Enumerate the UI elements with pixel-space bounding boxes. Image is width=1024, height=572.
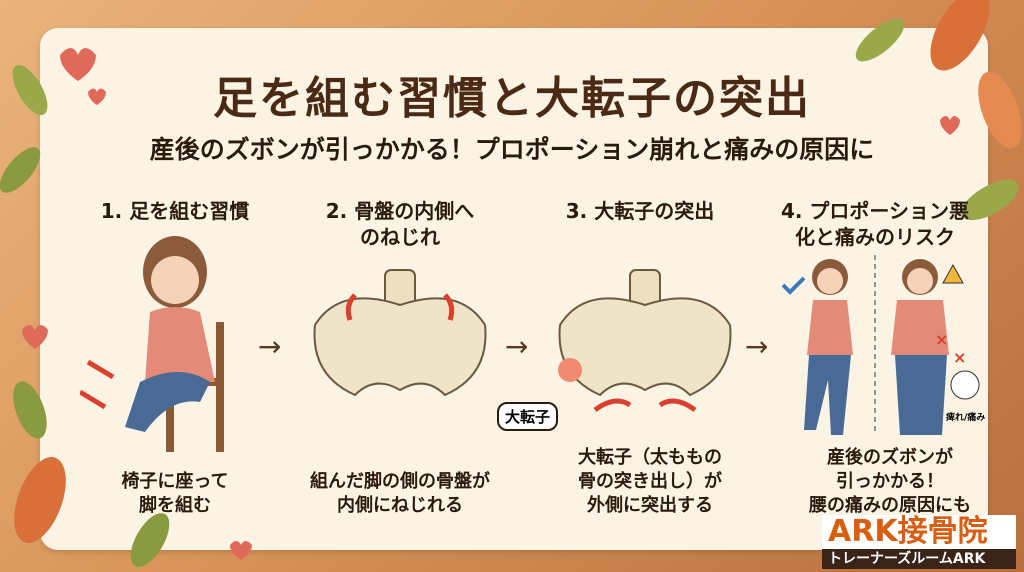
leaf-icon bbox=[961, 179, 1019, 221]
arrow-icon: → bbox=[505, 330, 529, 363]
leaf-icon bbox=[13, 381, 47, 439]
step-2-heading: 2. 骨盤の内側へ のねじれ bbox=[295, 198, 505, 250]
step-1-heading: 1. 足を組む習慣 bbox=[100, 199, 250, 223]
leaf-icon bbox=[930, 0, 990, 71]
caption-line: 内側にねじれる bbox=[337, 495, 463, 516]
leaf-icon bbox=[12, 65, 48, 115]
sitting-woman-illustration bbox=[80, 236, 224, 452]
page-title: 足を組む習慣と大転子の突出 bbox=[213, 73, 811, 124]
brand-logo: ARK接骨院 トレーナーズルームARK bbox=[822, 515, 1016, 569]
svg-text:×: × bbox=[953, 348, 966, 367]
arrow-icon: → bbox=[745, 330, 769, 363]
heading-line: 化と痛みのリスク bbox=[795, 225, 955, 249]
heart-icon bbox=[88, 88, 106, 105]
posture-comparison-illustration: × × bbox=[781, 255, 980, 435]
pelvis-twist-illustration bbox=[313, 269, 487, 397]
heart-icon bbox=[230, 541, 252, 560]
caption-line: 産後のズボンが bbox=[827, 447, 953, 468]
logo-sub-text: トレーナーズルームARK bbox=[822, 549, 1016, 569]
warning-icon bbox=[942, 263, 964, 284]
step-3-heading: 3. 大転子の突出 bbox=[565, 199, 715, 223]
step-2-caption: 組んだ脚の側の骨盤が 内側にねじれる bbox=[285, 470, 515, 518]
step-1-caption: 椅子に座って 脚を組む bbox=[70, 470, 280, 518]
caption-line: 脚を組む bbox=[139, 495, 211, 516]
leaf-icon bbox=[855, 18, 905, 62]
heading-line: のねじれ bbox=[360, 225, 440, 249]
greater-trochanter-illustration bbox=[558, 269, 732, 413]
step-4-heading: 4. プロポーション悪 化と痛みのリスク bbox=[760, 198, 990, 250]
logo-main-text: ARK接骨院 bbox=[822, 515, 1016, 549]
caption-line: 腰の痛みの原因にも bbox=[809, 495, 971, 516]
heart-icon bbox=[940, 116, 960, 135]
leaf-icon bbox=[0, 147, 41, 193]
caption-line: 引っかかる！ bbox=[836, 471, 944, 492]
page-subtitle: 産後のズボンが引っかかる！プロポーション崩れと痛みの原因に bbox=[149, 135, 875, 164]
leaf-icon bbox=[14, 457, 66, 543]
caption-line: 外側に突出する bbox=[587, 495, 713, 516]
step-4-caption: 産後のズボンが 引っかかる！ 腰の痛みの原因にも bbox=[790, 446, 990, 518]
svg-text:×: × bbox=[935, 330, 948, 349]
heading-line: 2. 骨盤の内側へ bbox=[325, 199, 475, 223]
checkmark-icon bbox=[781, 276, 806, 295]
leaf-icon bbox=[130, 513, 170, 567]
arrow-icon: → bbox=[258, 330, 282, 363]
heart-icon bbox=[60, 48, 96, 81]
trochanter-label: 大転子 bbox=[497, 402, 559, 431]
step-3-caption: 大転子（太ももの 骨の突き出し）が 外側に突出する bbox=[540, 446, 760, 518]
caption-line: 大転子（太ももの bbox=[578, 447, 722, 468]
caption-line: 組んだ脚の側の骨盤が bbox=[310, 471, 490, 492]
leaf-icon bbox=[978, 71, 1022, 149]
heart-icon bbox=[22, 325, 48, 349]
caption-line: 椅子に座って bbox=[121, 471, 229, 492]
pain-label: 痺れ/痛み bbox=[946, 413, 986, 423]
caption-line: 骨の突き出し）が bbox=[578, 471, 722, 492]
heading-line: 4. プロポーション悪 bbox=[780, 199, 970, 223]
